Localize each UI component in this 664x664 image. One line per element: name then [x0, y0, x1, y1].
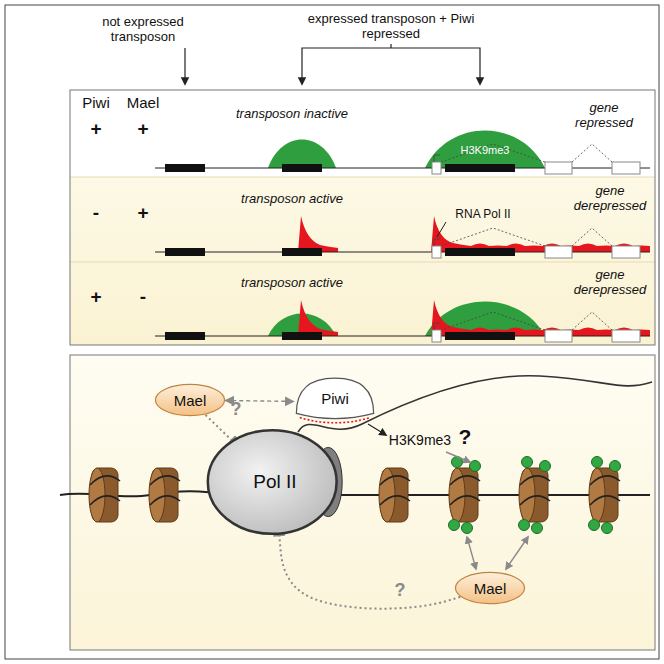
node-label: Piwi	[321, 390, 349, 415]
annotation-label: ?	[459, 425, 472, 449]
annotation-label: +	[137, 202, 148, 224]
track-rows	[155, 131, 650, 343]
annotation-label: Piwi	[82, 94, 110, 111]
annotation-label: RNA Pol II	[455, 208, 510, 222]
binding-arrow	[506, 537, 528, 569]
nucleosome	[149, 468, 180, 522]
track	[155, 131, 650, 175]
polymerase-ellipse: Pol II	[205, 428, 345, 536]
nucleosome	[379, 468, 410, 522]
dna-strand	[60, 491, 650, 496]
protein-oval: Mael	[154, 383, 226, 417]
row-ground	[70, 177, 655, 345]
annotation-label: transposon inactive	[236, 107, 348, 122]
leader-line	[437, 222, 446, 237]
nucleosomes	[89, 457, 621, 534]
methylation-arrow	[446, 452, 470, 462]
node-label: Mael	[174, 392, 207, 409]
protein-shape: Piwi	[293, 376, 377, 428]
outer-frame	[5, 5, 659, 659]
nucleosome	[89, 468, 120, 522]
bracket-tick	[390, 44, 391, 48]
annotation-label: H3K9me3	[389, 432, 451, 448]
nucleosome	[589, 457, 621, 534]
edge-label: ?	[231, 399, 242, 420]
track	[155, 216, 650, 258]
node-label: Pol II	[253, 471, 296, 493]
annotation-label: gene derepressed	[570, 184, 650, 214]
nucleosome	[519, 457, 551, 534]
edge-label: ?	[395, 580, 406, 601]
annotation-label: not expressed transposon	[86, 15, 201, 45]
annotation-label: Mael	[127, 94, 160, 111]
annotation-label: expressed transposon + Piwi repressed	[306, 12, 476, 42]
pointer-arrow	[184, 48, 185, 84]
annotation-label: transposon active	[241, 276, 343, 291]
annotation-label: +	[137, 118, 148, 140]
inhibition-line	[206, 415, 233, 441]
node-label: Mael	[474, 580, 507, 597]
annotation-label: gene derepressed	[570, 268, 650, 298]
bottom-panel	[70, 355, 655, 650]
track	[155, 300, 650, 342]
annotation-label: H3K9me3	[461, 144, 510, 157]
methylation-arrow	[368, 424, 386, 435]
annotation-label: gene repressed	[569, 101, 639, 131]
protein-oval: Mael	[454, 571, 526, 605]
bracket-arrow	[302, 48, 480, 84]
annotation-label: -	[140, 286, 146, 308]
nucleosome	[449, 457, 481, 534]
annotation-label: -	[93, 202, 99, 224]
row-divider	[70, 177, 655, 178]
top-panel	[70, 90, 655, 345]
row-divider	[70, 262, 655, 263]
annotation-label: +	[90, 118, 101, 140]
annotation-label: +	[90, 286, 101, 308]
binding-arrow	[467, 537, 476, 569]
inhibition-line	[279, 535, 460, 609]
annotation-label: transposon active	[241, 192, 343, 207]
